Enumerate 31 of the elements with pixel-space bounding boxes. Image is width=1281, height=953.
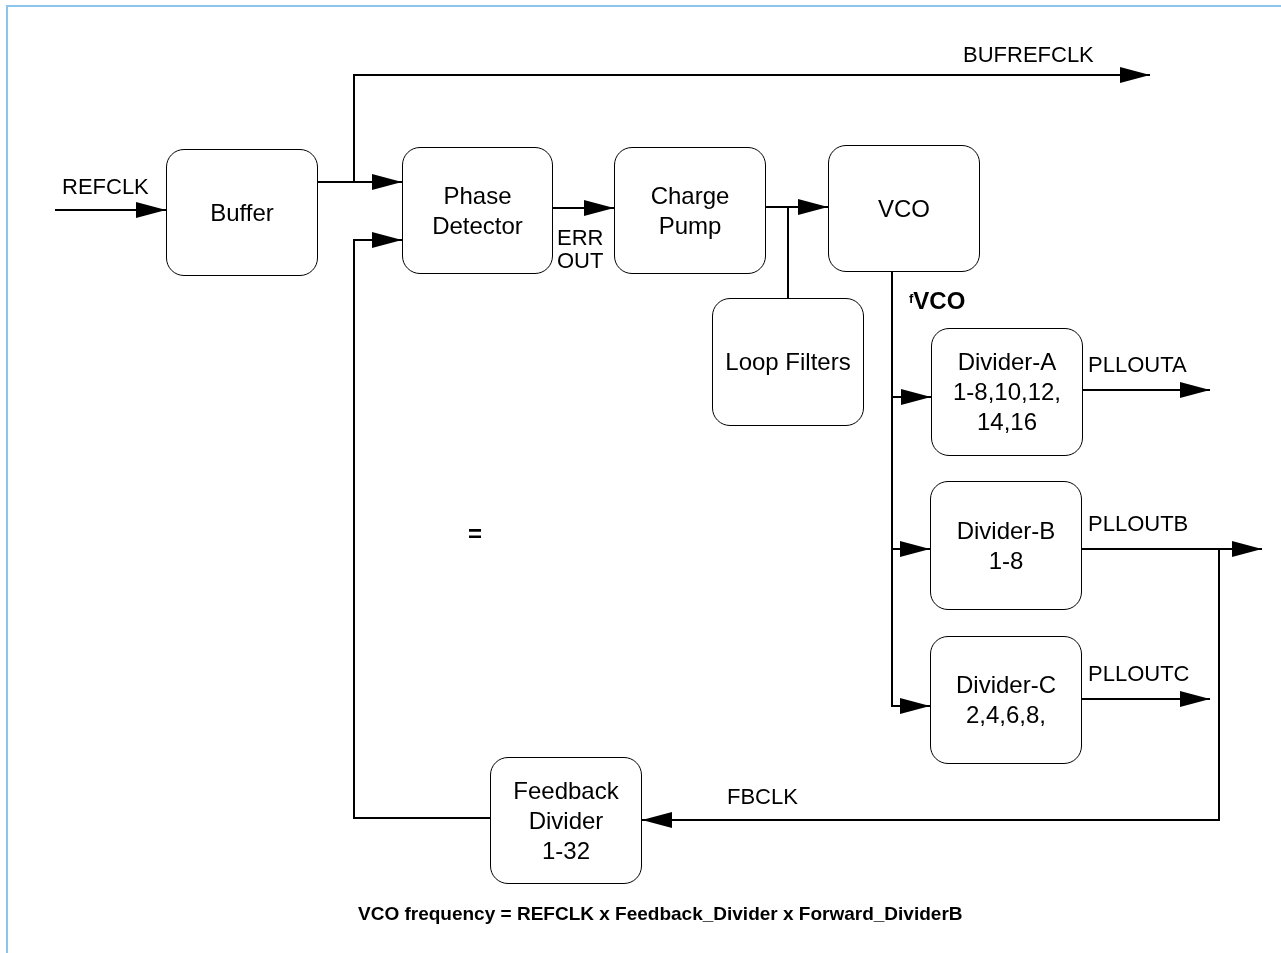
node-label: 2,4,6,8,	[965, 700, 1047, 730]
process-box	[930, 636, 1082, 764]
process-box	[930, 481, 1082, 610]
node-label: Loop Filters	[725, 347, 851, 377]
caption: VCO frequency = REFCLK x Feedback_Divider x Forward_DividerB	[358, 902, 963, 926]
node-label: Divider-B	[956, 515, 1056, 546]
node-label: Charge Pump	[649, 180, 731, 241]
arrow	[1081, 691, 1211, 707]
process-box	[166, 149, 318, 276]
node-label: Buffer	[210, 197, 274, 228]
process-box	[402, 147, 553, 274]
process-box	[931, 328, 1083, 456]
node-label: Phase Detector	[431, 180, 524, 241]
arrow	[353, 232, 491, 819]
process-box	[828, 145, 980, 272]
node-label: VCO	[878, 193, 930, 224]
process-box	[490, 757, 642, 884]
node-label: 1-8,10,12, 14,16	[951, 377, 1063, 437]
node-label: 1-8	[988, 545, 1024, 576]
signal-label: $^{f}$VCO	[909, 287, 966, 315]
process-box	[712, 298, 864, 426]
node-label: Divider-A	[957, 347, 1057, 377]
arrow	[641, 548, 1220, 828]
arrow	[552, 200, 615, 216]
node-label: Divider-C	[956, 670, 1056, 700]
node-label: Feedback Divider	[512, 775, 620, 836]
node-label: 1-32	[541, 835, 590, 866]
arrow	[54, 202, 167, 218]
arrow	[1082, 382, 1211, 398]
process-box	[614, 147, 766, 274]
signal-label: =	[468, 520, 482, 548]
